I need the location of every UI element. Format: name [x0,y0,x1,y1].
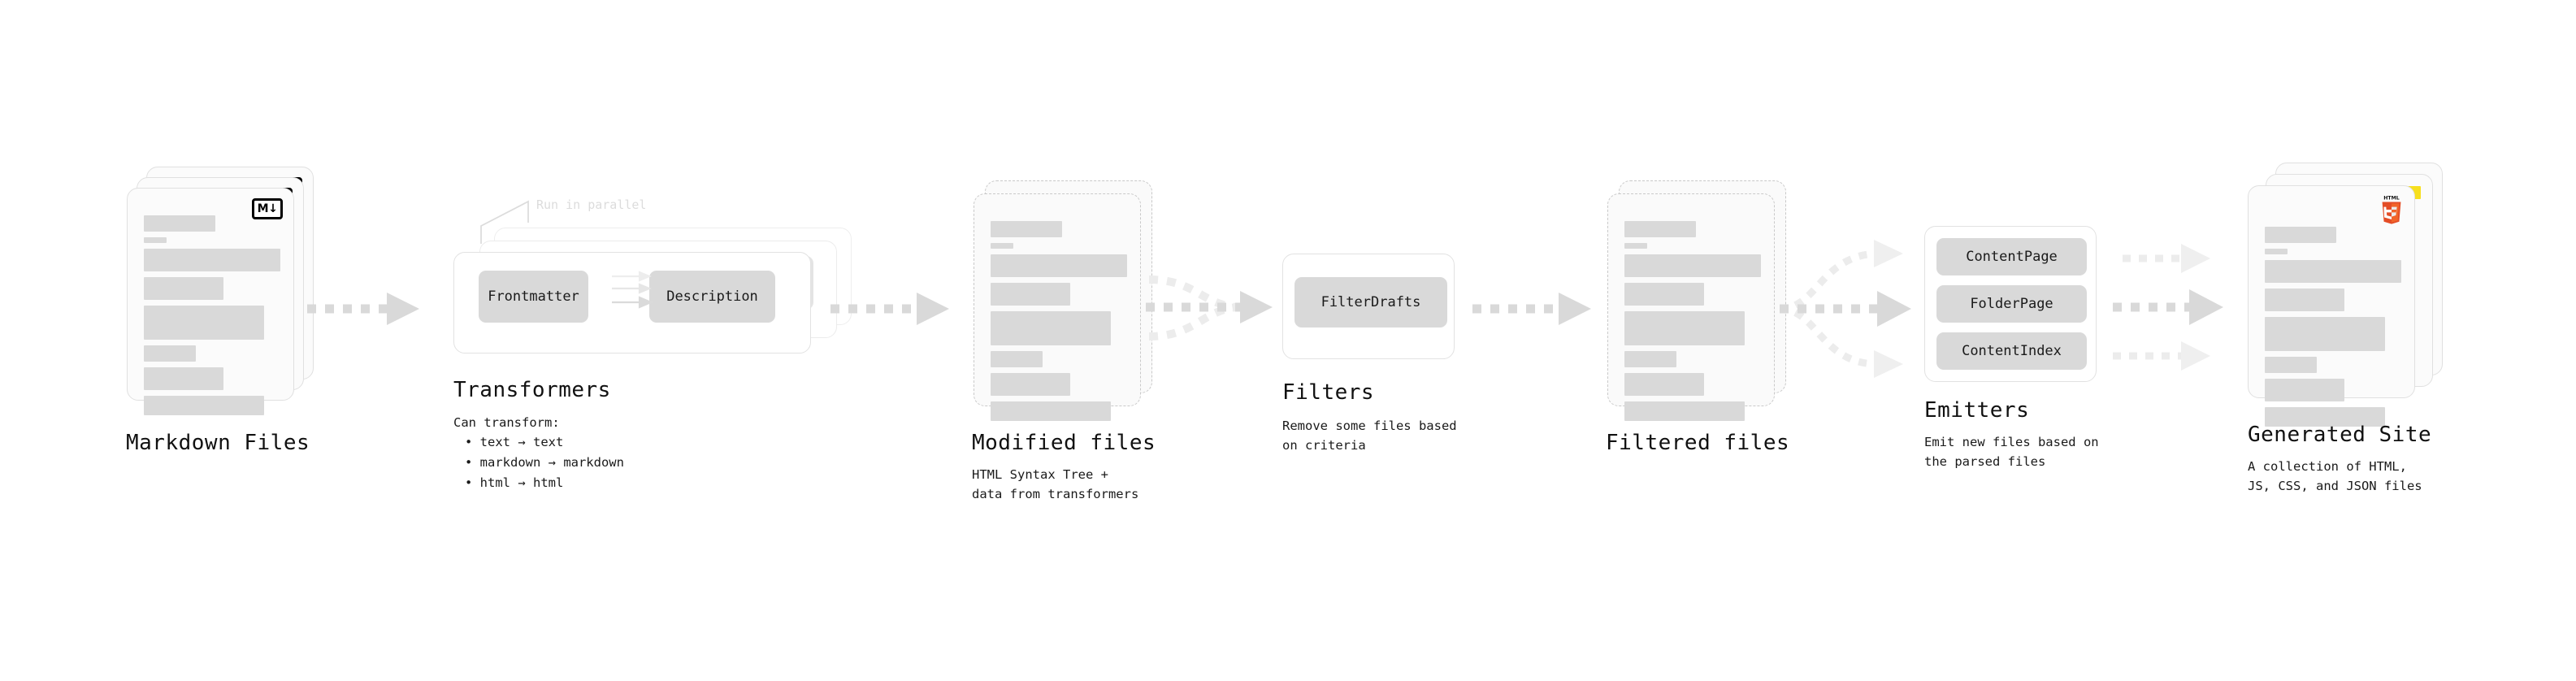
run-in-parallel-label: Run in parallel [536,197,647,212]
filter-chip-filterdrafts[interactable]: FilterDrafts [1295,277,1447,327]
stage-title-markdown-files: Markdown Files [126,431,310,455]
markdown-icon: M↓ [252,198,283,219]
document-skeleton [991,221,1127,427]
connector-transformers-to-modified [830,293,949,325]
document-skeleton [2265,227,2401,432]
stage-title-transformers: Transformers [453,378,611,402]
stage-title-filters: Filters [1282,380,1375,405]
stage-title-filtered-files: Filtered files [1606,431,1790,455]
emitter-chip-folderpage[interactable]: FolderPage [1936,285,2087,323]
transformer-capability-item: • text → text [465,435,564,449]
document-skeleton [144,215,280,421]
connector-filtered-to-emitters [1779,240,1911,378]
transformer-capability-item: • html → html [465,475,564,491]
site-file-card-html: HTML [2248,185,2415,427]
stage-subtitle-generated-site: A collection of HTML, JS, CSS, and JSON … [2248,459,2422,494]
emitters-panel: ContentPage FolderPage ContentIndex [1924,226,2097,382]
connector-modified-to-filters [1146,275,1273,340]
connector-emitters-to-site [2113,244,2223,371]
connector-markdown-to-transformers [307,293,419,325]
svg-text:HTML: HTML [2383,196,2400,202]
filters-panel: FilterDrafts [1282,254,1455,359]
emitter-chip-contentpage[interactable]: ContentPage [1936,238,2087,275]
filtered-file-card-front [1607,193,1775,421]
document-skeleton [1624,221,1761,427]
transformer-capability-list: • text → text • markdown → markdown • ht… [453,432,624,493]
modified-file-card-front [974,193,1141,421]
transformer-chip-description[interactable]: Description [649,271,775,323]
stage-subtitle-modified-files: HTML Syntax Tree + data from transformer… [972,467,1139,502]
parallel-bracket [480,200,529,244]
stage-title-generated-site: Generated Site [2248,423,2432,447]
stage-title-modified-files: Modified files [972,431,1156,455]
transformer-internal-arrows [612,271,653,309]
stage-subtitle-emitters: Emit new files based on the parsed files [1924,435,2099,470]
transformer-chip-frontmatter[interactable]: Frontmatter [479,271,588,323]
emitter-chip-contentindex[interactable]: ContentIndex [1936,332,2087,370]
stage-subtitle-transformers: Can transform: [453,415,560,430]
transformer-capability-item: • markdown → markdown [465,455,624,471]
stage-title-emitters: Emitters [1924,398,2030,423]
markdown-file-card-front: M↓ [127,188,294,415]
html5-icon: HTML [2378,193,2405,229]
connector-filters-to-filtered [1472,293,1591,325]
stage-subtitle-filters: Remove some files based on criteria [1282,419,1457,453]
